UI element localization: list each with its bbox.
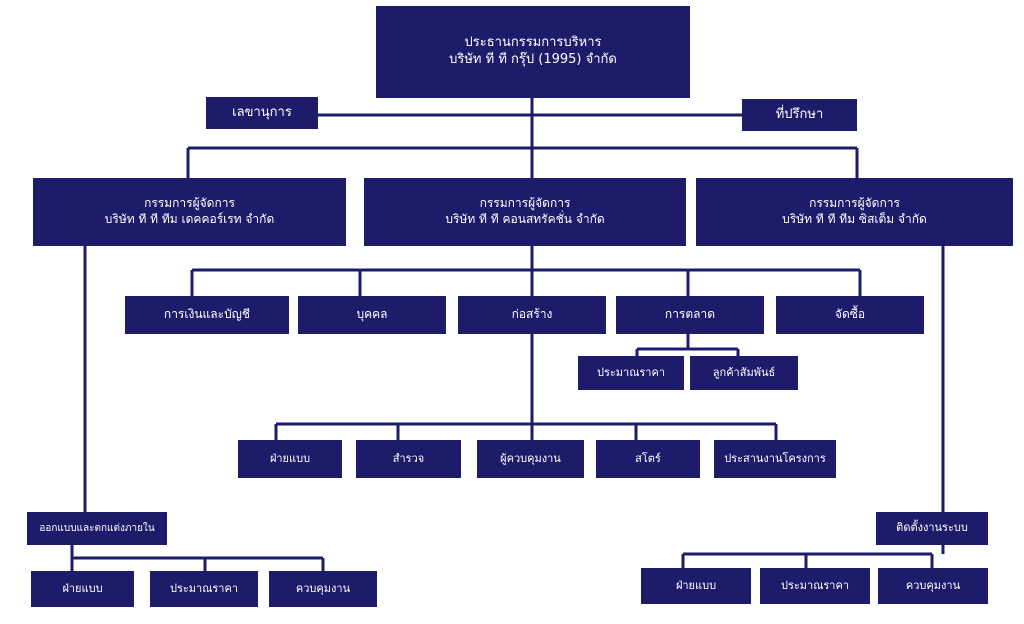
interior-estimate-box: ประมาณราคา [150, 571, 258, 607]
construction-coordination-box: ประสานงานโครงการ [714, 440, 836, 478]
dept-hr-box: บุคคล [298, 296, 446, 334]
system-estimate-box: ประมาณราคา [760, 568, 870, 604]
md-decorate-company: บริษัท ที ที ทีม เดคคอร์เรท จำกัด [104, 212, 275, 226]
construction-store-box: สโตร์ [596, 440, 700, 478]
chairman-company: บริษัท ที ที กรุ๊ป (1995) จำกัด [449, 52, 617, 67]
construction-design-box: ฝ่ายแบบ [238, 440, 342, 478]
dept-construction-label: ก่อสร้าง [511, 307, 553, 322]
dept-finance-box: การเงินและบัญชี [125, 296, 289, 334]
md-system-title: กรรมการผู้จัดการ [809, 196, 900, 211]
secretary-label: เลขานุการ [232, 104, 292, 120]
dept-purchasing-label: จัดซื้อ [834, 307, 866, 322]
construction-supervisor-label: ผู้ควบคุมงาน [500, 451, 561, 465]
system-estimate-label: ประมาณราคา [780, 578, 850, 592]
md-decorate-box: กรรมการผู้จัดการ บริษัท ที ที ทีม เดคคอร… [33, 178, 346, 246]
advisor-box: ที่ปรึกษา [742, 99, 857, 131]
construction-store-label: สโตร์ [635, 451, 661, 465]
interior-design-team-label: ฝ่ายแบบ [62, 581, 103, 595]
md-construction-title: กรรมการผู้จัดการ [479, 196, 571, 211]
system-supervision-box: ควบคุมงาน [878, 568, 988, 604]
construction-survey-box: สำรวจ [356, 440, 461, 478]
system-install-box: ติดตั้งงานระบบ [876, 512, 988, 545]
marketing-estimate-label: ประมาณราคา [596, 365, 666, 379]
md-system-company: บริษัท ที ที ทีม ซิสเต็ม จำกัด [782, 212, 927, 226]
secretary-box: เลขานุการ [206, 97, 318, 129]
dept-finance-label: การเงินและบัญชี [163, 307, 251, 322]
md-construction-company: บริษัท ที ที คอนสทรัคชั่น จำกัด [445, 212, 605, 226]
construction-supervisor-box: ผู้ควบคุมงาน [477, 440, 584, 478]
dept-hr-label: บุคคล [356, 307, 388, 322]
md-system-box: กรรมการผู้จัดการ บริษัท ที ที ทีม ซิสเต็… [696, 178, 1013, 246]
md-decorate-title: กรรมการผู้จัดการ [144, 196, 235, 211]
interior-design-team-box: ฝ่ายแบบ [31, 571, 134, 607]
interior-estimate-label: ประมาณราคา [169, 581, 239, 595]
interior-supervision-box: ควบคุมงาน [269, 571, 377, 607]
marketing-customer-label: ลูกค้าสัมพันธ์ [712, 365, 776, 379]
interior-supervision-label: ควบคุมงาน [295, 581, 351, 595]
system-design-team-label: ฝ่ายแบบ [675, 578, 717, 592]
md-construction-box: กรรมการผู้จัดการ บริษัท ที ที คอนสทรัคชั… [364, 178, 686, 246]
chairman-box: ประธานกรรมการบริหาร บริษัท ที ที กรุ๊ป (… [376, 6, 690, 98]
construction-survey-label: สำรวจ [392, 451, 425, 465]
dept-marketing-label: การตลาด [664, 307, 716, 322]
marketing-customer-box: ลูกค้าสัมพันธ์ [690, 356, 798, 390]
system-design-team-box: ฝ่ายแบบ [641, 568, 751, 604]
construction-coordination-label: ประสานงานโครงการ [724, 451, 826, 465]
advisor-label: ที่ปรึกษา [775, 106, 824, 122]
dept-construction-box: ก่อสร้าง [458, 296, 606, 334]
system-install-label: ติดตั้งงานระบบ [896, 521, 968, 535]
marketing-estimate-box: ประมาณราคา [578, 356, 684, 390]
dept-marketing-box: การตลาด [616, 296, 764, 334]
interior-design-box: ออกแบบและตกแต่งภายใน [27, 512, 167, 545]
dept-purchasing-box: จัดซื้อ [776, 296, 924, 334]
chairman-title: ประธานกรรมการบริหาร [464, 35, 602, 51]
system-supervision-label: ควบคุมงาน [905, 578, 961, 592]
construction-design-label: ฝ่ายแบบ [269, 451, 311, 465]
interior-design-label: ออกแบบและตกแต่งภายใน [39, 523, 155, 534]
